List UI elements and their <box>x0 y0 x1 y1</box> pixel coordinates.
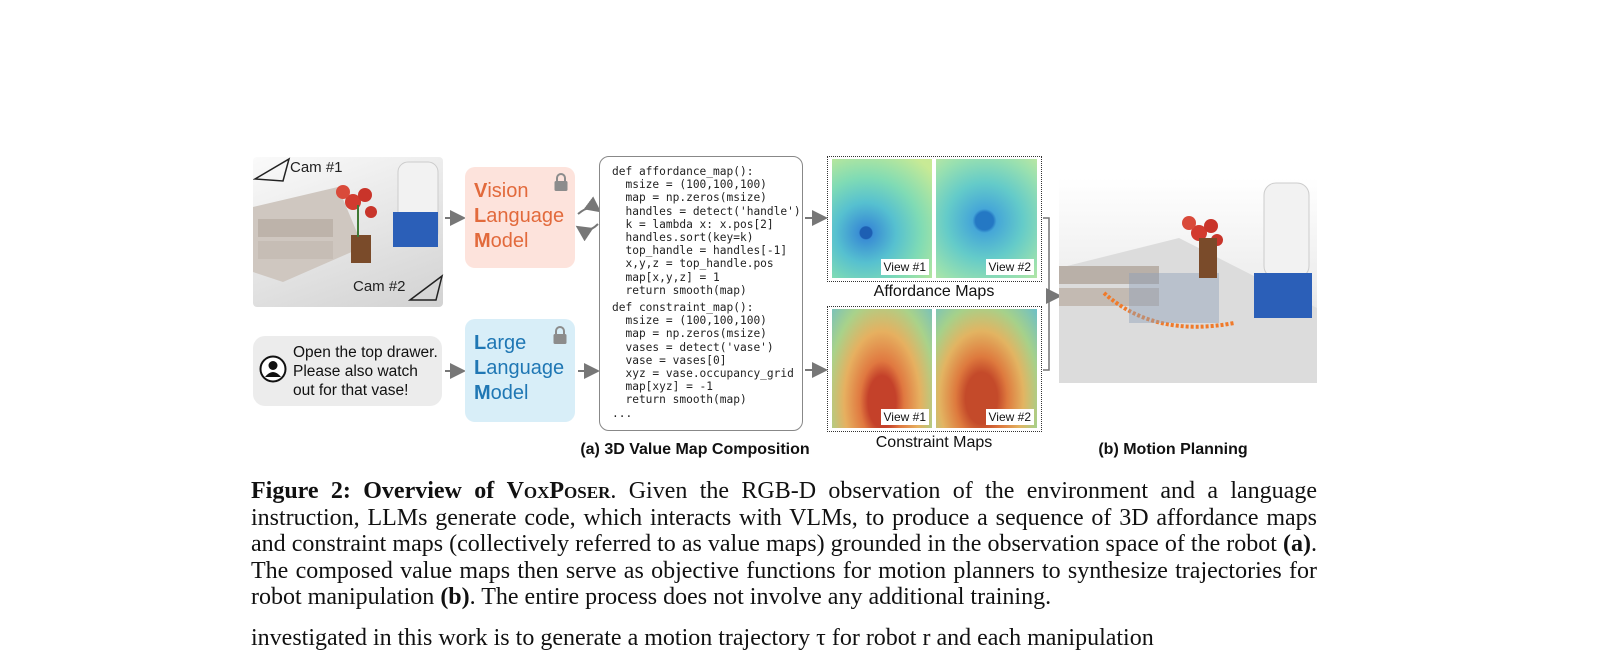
voxposer-name: VoxPoser <box>506 478 611 504</box>
affordance-maps-group <box>827 156 1042 282</box>
view-2-label: View #2 <box>985 259 1034 275</box>
caption-text: . Given the RGB-D observation of the env… <box>251 478 1317 558</box>
caption-title: Overview of VoxPoser <box>363 478 611 504</box>
view-1-label: View #1 <box>880 259 929 275</box>
camera-1-icon <box>253 157 291 182</box>
lock-icon <box>554 173 568 191</box>
instruction-line: out for that vase! <box>293 382 409 399</box>
cam-1-label: Cam #1 <box>290 159 343 176</box>
user-icon <box>259 355 287 383</box>
body-text: investigated in this work is to generate… <box>251 625 1154 651</box>
constraint-code: def constraint_map(): msize = (100,100,1… <box>612 301 794 420</box>
vlm-line: Language <box>474 205 565 227</box>
cam-2-label: Cam #2 <box>353 278 406 295</box>
subcaption-b: (b) Motion Planning <box>1098 441 1248 458</box>
llm-line: Model <box>474 382 529 404</box>
lock-icon <box>553 326 567 344</box>
instruction-line: Open the top drawer. <box>293 344 438 361</box>
affordance-code: def affordance_map(): msize = (100,100,1… <box>612 165 801 297</box>
llm-line: Large <box>474 332 527 354</box>
instruction-line: Please also watch <box>293 363 418 380</box>
instruction-text: Open the top drawer. Please also watch o… <box>293 343 443 400</box>
view-1-label: View #1 <box>880 409 929 425</box>
large-language-model-box: Large Language Model <box>465 319 575 422</box>
ref-b: (b) <box>440 584 470 611</box>
view-2-label: View #2 <box>985 409 1034 425</box>
vlm-line: Vision <box>474 180 529 202</box>
figure-label: Figure 2: <box>251 478 351 504</box>
constraint-maps-title: Constraint Maps <box>875 434 993 451</box>
affordance-map-view-2: View #2 <box>936 159 1037 278</box>
llm-line: Language <box>474 357 565 379</box>
motion-planning-illustration <box>1059 182 1317 383</box>
constraint-map-view-2: View #2 <box>936 309 1037 428</box>
scene-illustration <box>253 161 439 282</box>
vlm-line: Model <box>474 230 529 252</box>
subcaption-a: (a) 3D Value Map Composition <box>580 441 810 458</box>
affordance-maps-title: Affordance Maps <box>873 283 995 300</box>
caption-text: . The composed value maps then serve as … <box>251 531 1317 611</box>
constraint-maps-group <box>827 306 1042 432</box>
figure-caption: Figure 2: Overview of VoxPoser. Given th… <box>251 478 1317 611</box>
caption-text: . The entire process does not involve an… <box>469 584 1052 611</box>
motion-planning-image <box>1059 178 1317 383</box>
affordance-map-view-1: View #1 <box>832 159 932 278</box>
constraint-map-view-1: View #1 <box>832 309 932 428</box>
scene-image <box>253 157 443 307</box>
code-box <box>599 156 803 431</box>
ref-a: (a) <box>1283 531 1311 558</box>
camera-2-icon <box>408 274 444 301</box>
